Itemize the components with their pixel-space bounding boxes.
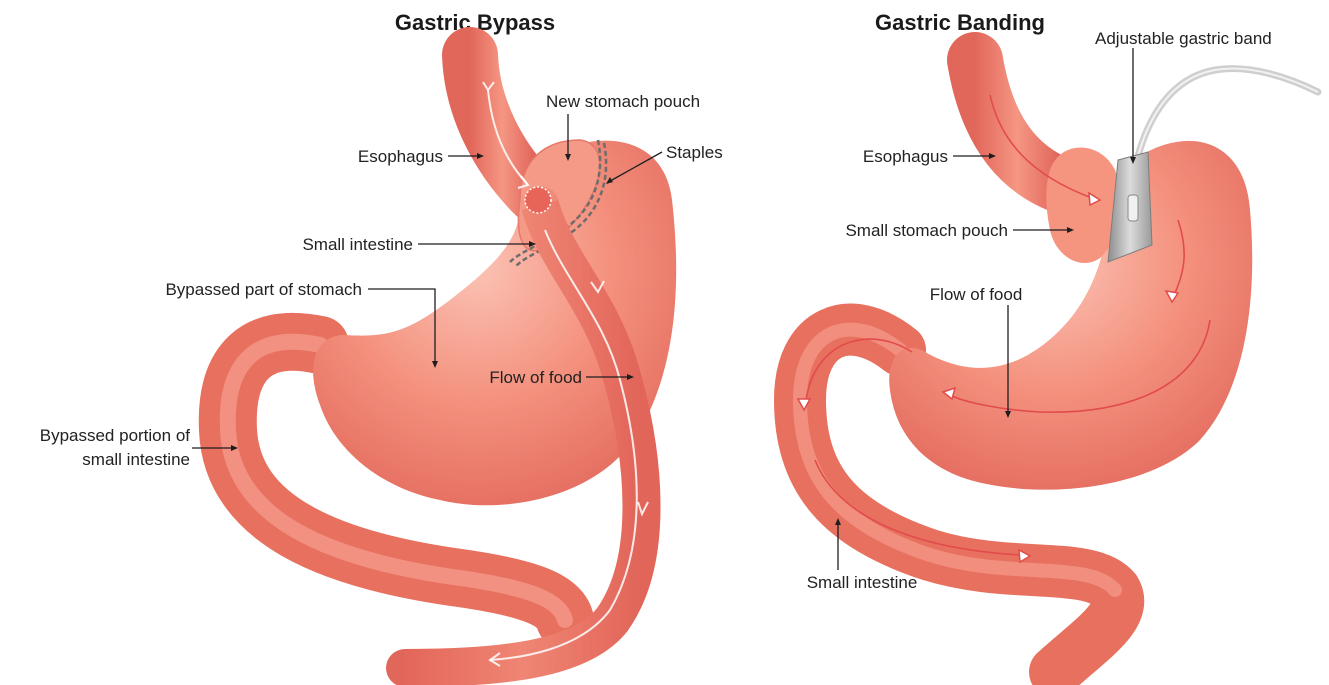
banding-label-pouch: Small stomach pouch <box>845 221 1008 240</box>
bypass-anastomosis <box>525 187 551 213</box>
bypass-label-small-intestine: Small intestine <box>302 235 413 254</box>
banding-panel: Gastric Banding <box>798 10 1318 672</box>
bypass-label-bypassed-intestine-1: Bypassed portion of <box>40 426 191 445</box>
banding-label-esophagus: Esophagus <box>863 147 948 166</box>
banding-label-flow: Flow of food <box>930 285 1023 304</box>
bypass-label-new-pouch: New stomach pouch <box>546 92 700 111</box>
bypass-label-bypassed-intestine-2: small intestine <box>82 450 190 469</box>
bypass-label-flow: Flow of food <box>489 368 582 387</box>
banding-band-buckle <box>1128 195 1138 221</box>
banding-esophagus <box>975 60 1060 185</box>
banding-title: Gastric Banding <box>875 10 1045 35</box>
bypass-label-bypassed-stomach: Bypassed part of stomach <box>165 280 362 299</box>
banding-small-pouch <box>1046 148 1120 264</box>
bypass-panel: Gastric Bypass <box>40 10 723 668</box>
bypass-label-esophagus: Esophagus <box>358 147 443 166</box>
banding-label-band: Adjustable gastric band <box>1095 29 1272 48</box>
bypass-label-staples: Staples <box>666 143 723 162</box>
banding-label-small-intestine: Small intestine <box>807 573 918 592</box>
